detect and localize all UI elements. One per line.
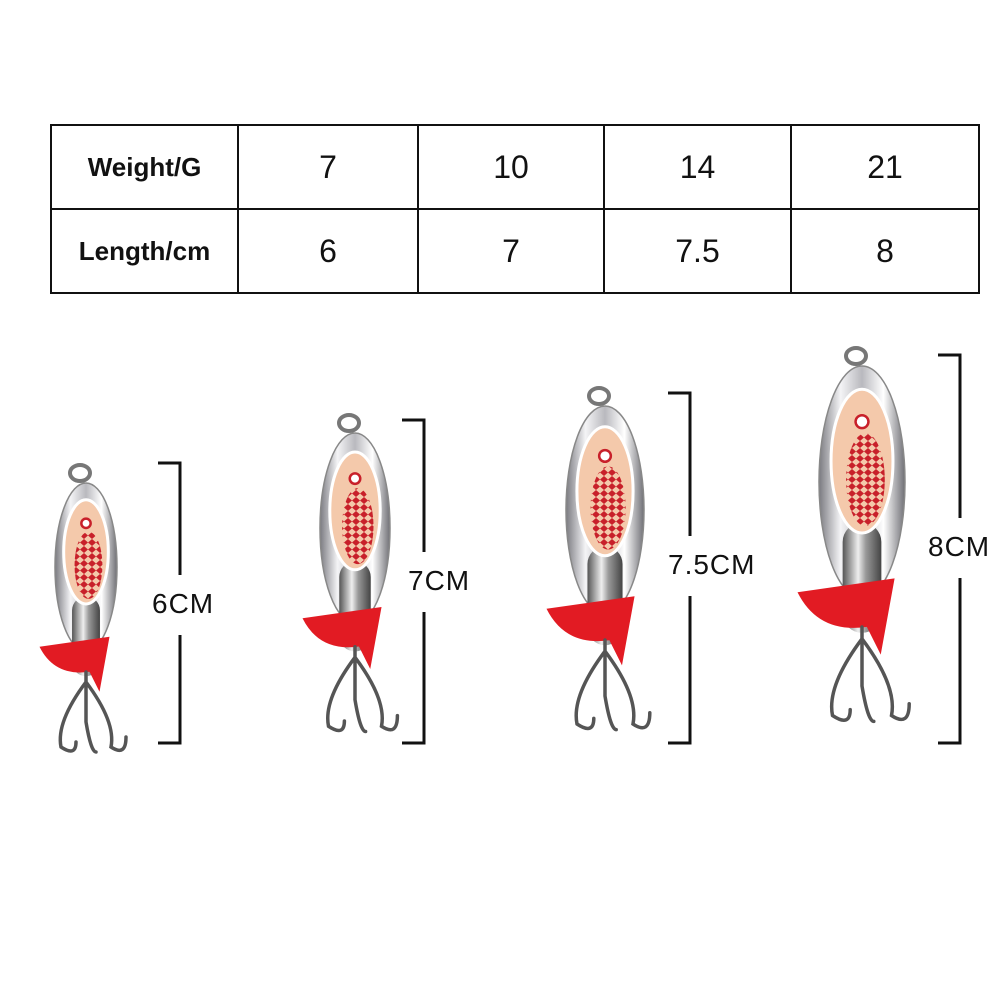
split-ring: [68, 463, 92, 483]
size-label: 8CM: [928, 528, 991, 566]
length-cell: 8: [790, 208, 980, 294]
tail-flag: [302, 606, 382, 670]
lure: [302, 413, 400, 734]
split-ring: [844, 346, 868, 366]
split-ring: [587, 386, 611, 406]
scale-pattern: [590, 466, 626, 550]
eye-icon: [348, 472, 362, 486]
tail-flag: [39, 636, 110, 692]
spec-table: Weight/G 7 10 14 21 Length/cm 6 7 7.5 8: [50, 124, 980, 294]
length-cell: 6: [237, 208, 419, 294]
treble-hook: [58, 670, 128, 754]
lure: [39, 463, 128, 754]
eye-icon: [80, 517, 92, 530]
scale-pattern: [342, 488, 374, 565]
treble-hook: [326, 645, 400, 734]
eye-icon: [597, 448, 613, 464]
weight-cell: 7: [237, 124, 419, 210]
treble-hook: [574, 638, 652, 732]
size-label: 7.5CM: [668, 546, 756, 584]
length-cell: 7: [417, 208, 605, 294]
weight-cell: 21: [790, 124, 980, 210]
size-label: 6CM: [152, 585, 215, 623]
scale-pattern: [846, 433, 885, 527]
table-row: Length/cm 6 7 7.5 8: [50, 208, 980, 294]
dimension-bracket: [158, 461, 182, 745]
eye-icon: [854, 413, 870, 430]
size-label: 7CM: [408, 562, 471, 600]
length-label: Length/cm: [50, 208, 239, 294]
length-cell: 7.5: [603, 208, 792, 294]
weight-cell: 14: [603, 124, 792, 210]
lure: [797, 346, 911, 724]
dimension-bracket: [668, 391, 692, 745]
lure: [546, 386, 652, 732]
scale-pattern: [74, 531, 103, 599]
weight-cell: 10: [417, 124, 605, 210]
treble-hook: [829, 625, 911, 724]
tail-flag: [797, 578, 895, 655]
dimension-bracket: [402, 418, 426, 745]
split-ring: [337, 413, 361, 433]
weight-label: Weight/G: [50, 124, 239, 210]
table-row: Weight/G 7 10 14 21: [50, 124, 980, 210]
tail-flag: [546, 596, 635, 666]
dimension-bracket: [938, 353, 962, 745]
